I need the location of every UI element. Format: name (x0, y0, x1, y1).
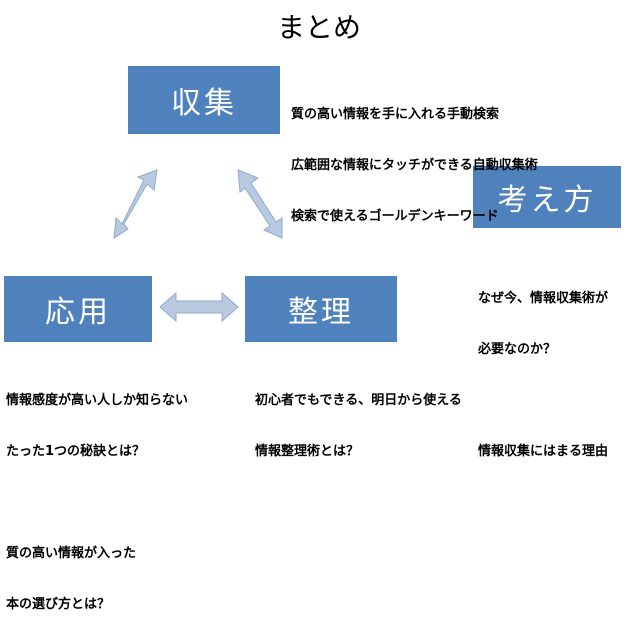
collect-notes: 質の高い情報を手に入れる手動検索 広範囲な情報にタッチができる自動収集術 検索で… (291, 72, 538, 242)
think-note-line: 情報収集にはまる理由 (478, 444, 609, 459)
arrow-collect-organize (237, 169, 283, 239)
page-title: まとめ (276, 11, 361, 44)
organize-notes: 初心者でもできる、明日から使える 情報整理術とは？ (255, 358, 462, 477)
organize-box: 整理 (245, 276, 397, 342)
apply-box: 応用 (4, 276, 152, 342)
arrows-layer (113, 169, 283, 323)
arrow-apply-organize (159, 291, 239, 323)
arrow-collect-apply (113, 169, 158, 239)
collect-box: 収集 (128, 66, 280, 134)
think-box: 考え方 (473, 166, 621, 228)
apply-note-line: 本の選び方とは？ (6, 597, 111, 612)
think-note-spacer (478, 392, 608, 409)
collect-label: 収集 (171, 86, 237, 121)
apply-notes: 情報感度が高い人しか知らない たった1つの秘訣とは？ 質の高い情報が入った 本の… (6, 358, 188, 630)
organize-label: 整理 (288, 295, 354, 330)
apply-note-line: 情報感度が高い人しか知らない (6, 393, 189, 408)
think-note-line: なぜ今、情報収集術が (478, 291, 609, 306)
apply-note-line: 質の高い情報が入った (6, 546, 137, 561)
think-note-line: 必要なのか？ (478, 342, 557, 357)
apply-note-line: たった1つの秘訣とは？ (6, 444, 146, 459)
apply-note-spacer (6, 494, 188, 511)
collect-note-line: 質の高い情報を手に入れる手動検索 (291, 107, 500, 122)
organize-note-line: 情報整理術とは？ (255, 444, 360, 459)
organize-note-line: 初心者でもできる、明日から使える (255, 393, 462, 408)
collect-note-line: 広範囲な情報にタッチができる自動収集術 (291, 158, 538, 173)
collect-note-line: 検索で使えるゴールデンキーワード (291, 209, 499, 224)
think-label: 考え方 (497, 183, 597, 218)
think-notes: なぜ今、情報収集術が 必要なのか？ 情報収集にはまる理由 (478, 256, 608, 477)
apply-label: 応用 (45, 295, 111, 330)
